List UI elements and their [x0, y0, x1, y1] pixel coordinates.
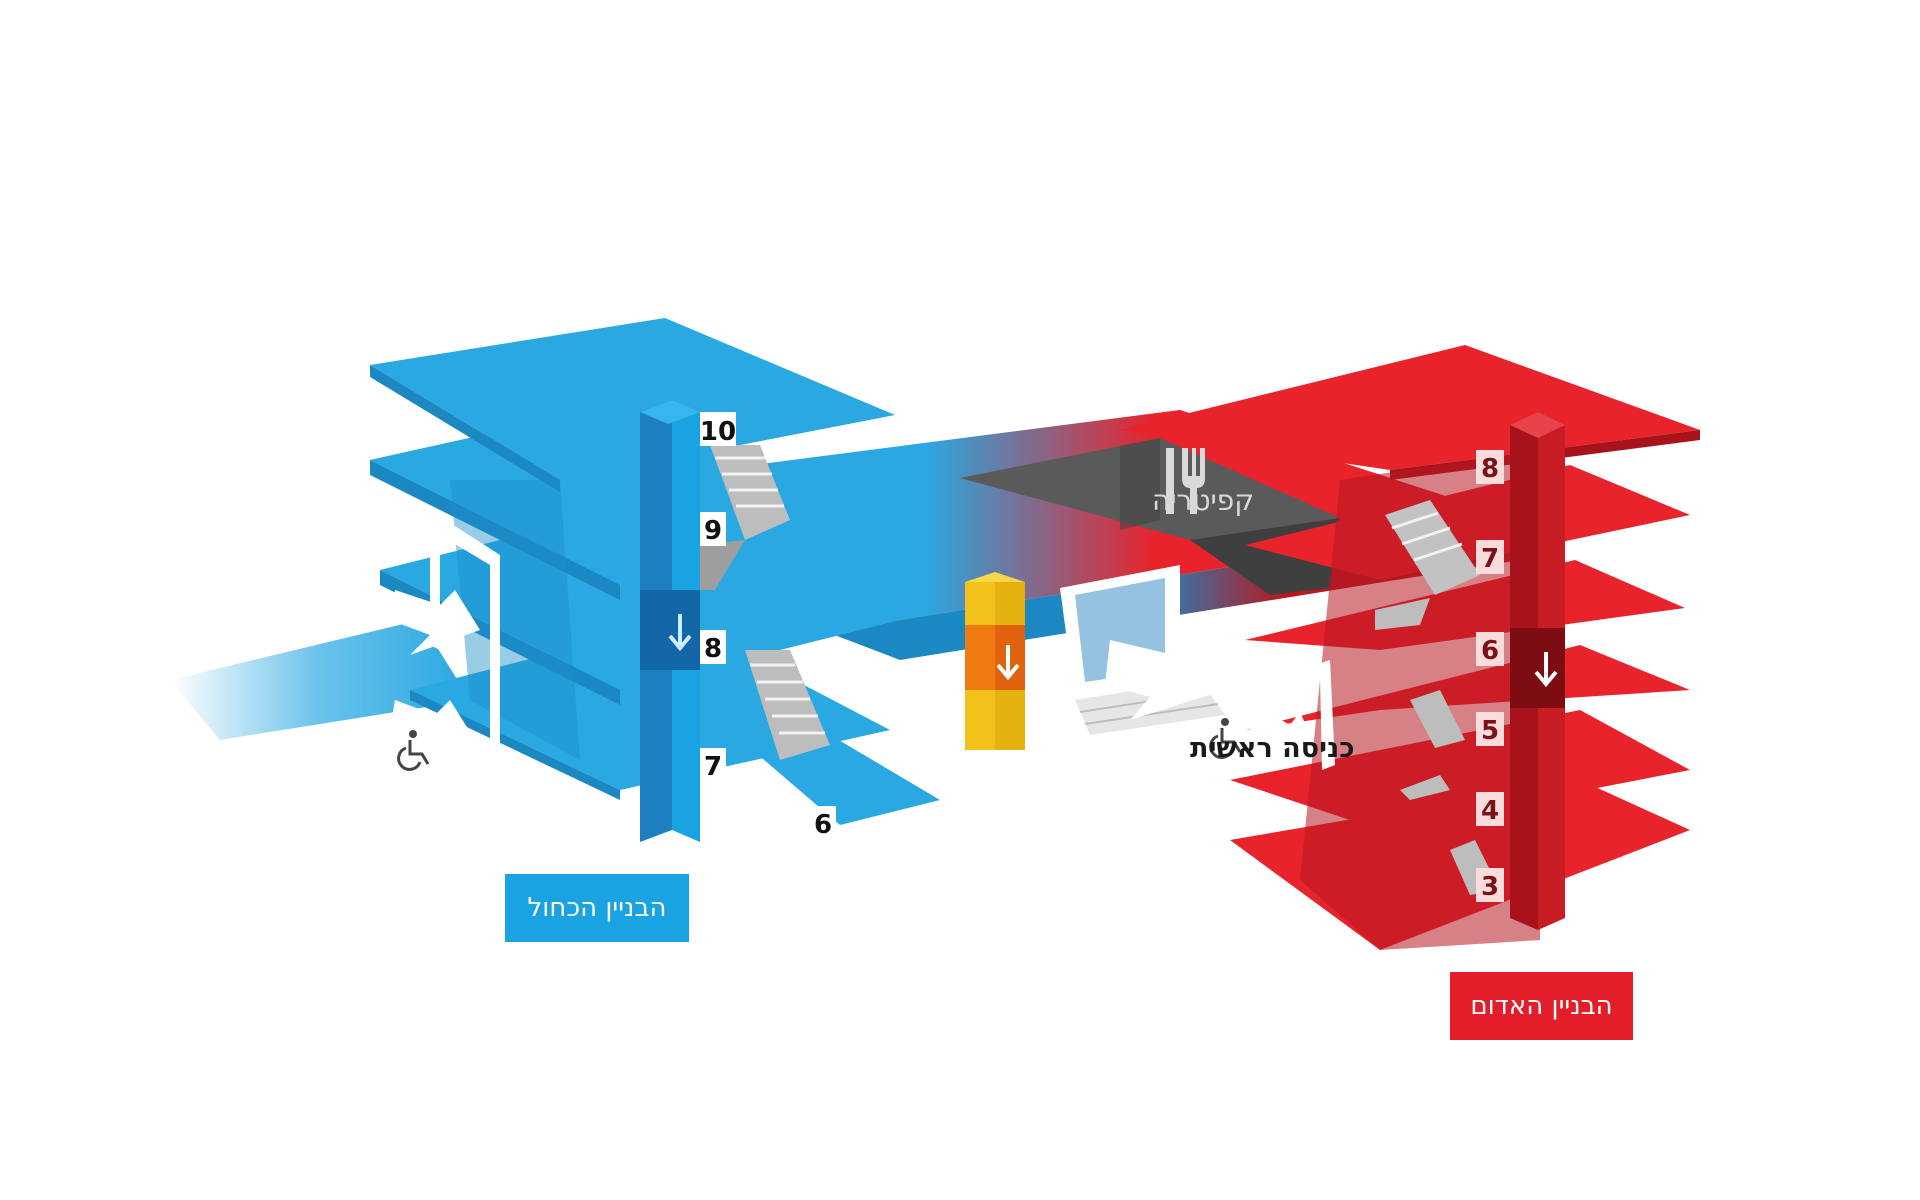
blue-entry-arrow-upper [390, 590, 480, 655]
svg-text:9: 9 [704, 516, 722, 546]
bridge-top [560, 410, 1520, 620]
arrow-down-icon [996, 645, 1020, 681]
blue-stairs-lower [745, 650, 830, 760]
svg-text:3: 3 [1481, 872, 1499, 902]
cafeteria-label: קפיטריה [1152, 484, 1254, 517]
red-floor-number-3: 3 [1476, 868, 1504, 902]
red-building: 8 7 6 5 4 3 [1120, 345, 1700, 950]
blue-floor-number-7: 7 [700, 748, 726, 782]
red-elevator-car [1510, 628, 1565, 708]
blue-floor-number-6: 6 [810, 806, 836, 840]
blue-stairs-upper [700, 445, 790, 590]
red-floor-number-7: 7 [1476, 540, 1504, 574]
blue-floor-number-8: 8 [700, 630, 726, 664]
red-stairs [1375, 500, 1500, 895]
red-floor-number-4: 4 [1476, 792, 1504, 826]
red-floor-number-5: 5 [1476, 712, 1504, 746]
svg-text:4: 4 [1481, 796, 1499, 826]
red-floor-number-8: 8 [1476, 450, 1504, 484]
svg-text:10: 10 [700, 417, 736, 447]
wheelchair-icon [1209, 718, 1242, 759]
blue-building: 10 9 8 7 6 [370, 318, 940, 842]
blue-floor-number-10: 10 [700, 412, 736, 447]
yellow-elevator [965, 572, 1025, 750]
red-building-label: הבניין האדום [1450, 972, 1633, 1040]
blue-building-label: הבניין הכחול [505, 874, 689, 942]
svg-text:6: 6 [1481, 636, 1499, 666]
red-entry-arrow [1250, 705, 1318, 770]
svg-text:7: 7 [704, 752, 722, 782]
blue-door-frame [430, 510, 500, 780]
main-entrance [1060, 565, 1225, 735]
svg-text:7: 7 [1481, 544, 1499, 574]
arrow-down-icon [1534, 652, 1558, 688]
blue-entry-arrow-lower [390, 700, 475, 760]
main-entrance-arrow [1105, 640, 1225, 720]
svg-text:8: 8 [704, 634, 722, 664]
svg-text:6: 6 [814, 810, 832, 840]
red-door-frame [1270, 660, 1335, 770]
svg-text:8: 8 [1481, 454, 1499, 484]
svg-text:5: 5 [1481, 716, 1499, 746]
blue-elevator-car [640, 590, 700, 670]
blue-floor-10 [370, 318, 895, 480]
red-floor-number-6: 6 [1476, 632, 1504, 666]
wheelchair-icon [397, 730, 430, 771]
blue-floor-number-9: 9 [700, 512, 726, 546]
arrow-down-icon [668, 614, 692, 652]
main-entrance-label: כניסה ראשית [1190, 733, 1355, 764]
fork-knife-icon [1166, 448, 1205, 514]
